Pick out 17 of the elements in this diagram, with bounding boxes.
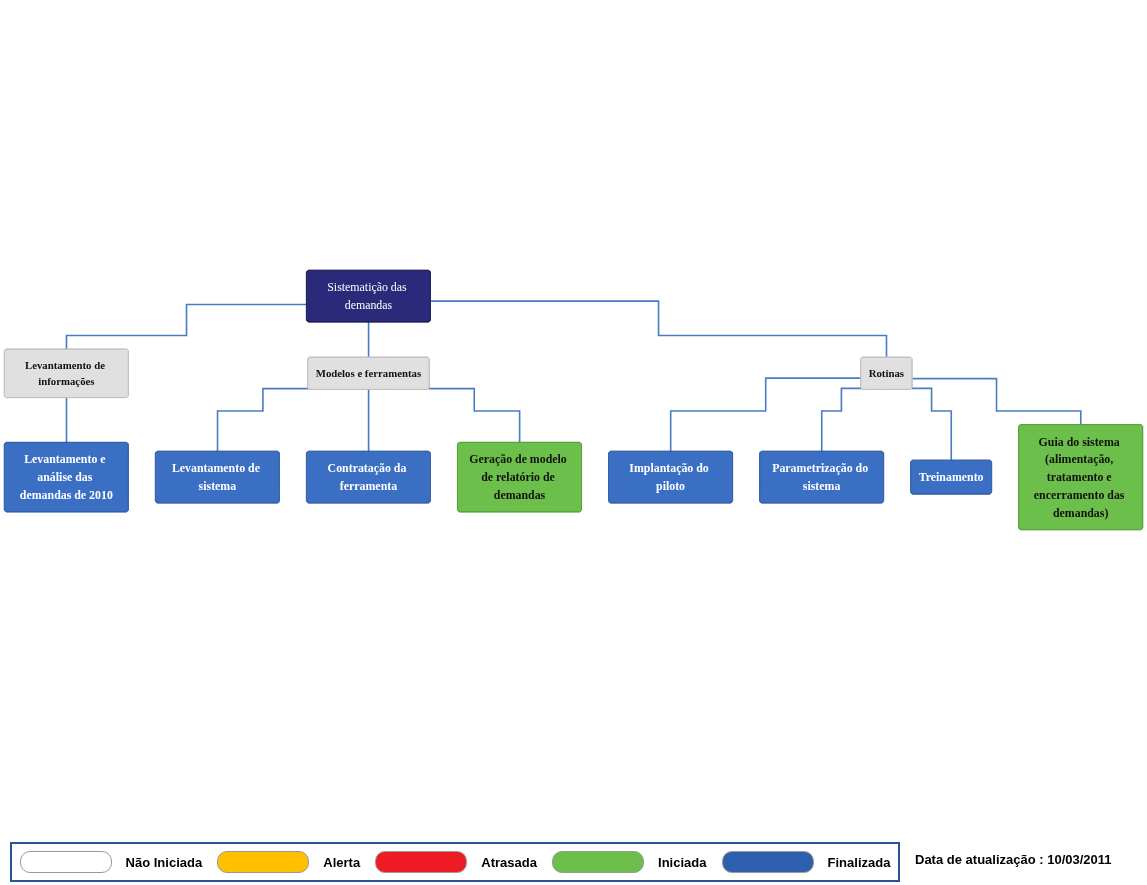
connector <box>669 377 862 453</box>
connector <box>216 387 310 453</box>
legend-label: Alerta <box>323 854 361 870</box>
connector <box>65 303 308 351</box>
connector <box>911 387 953 462</box>
connector <box>911 377 1082 426</box>
connector <box>65 397 68 444</box>
connector <box>367 388 370 453</box>
connector <box>820 387 862 453</box>
legend-label: Não Iniciada <box>125 854 203 870</box>
connector <box>367 321 370 359</box>
legend-label: Iniciada <box>658 854 707 870</box>
legend-label: Atrasada <box>481 854 537 870</box>
legend-label: Finalizada <box>827 854 891 870</box>
connector <box>429 300 888 359</box>
update-date-note: Data de atualização : 10/03/2011 <box>915 852 1112 867</box>
connector <box>428 387 521 444</box>
